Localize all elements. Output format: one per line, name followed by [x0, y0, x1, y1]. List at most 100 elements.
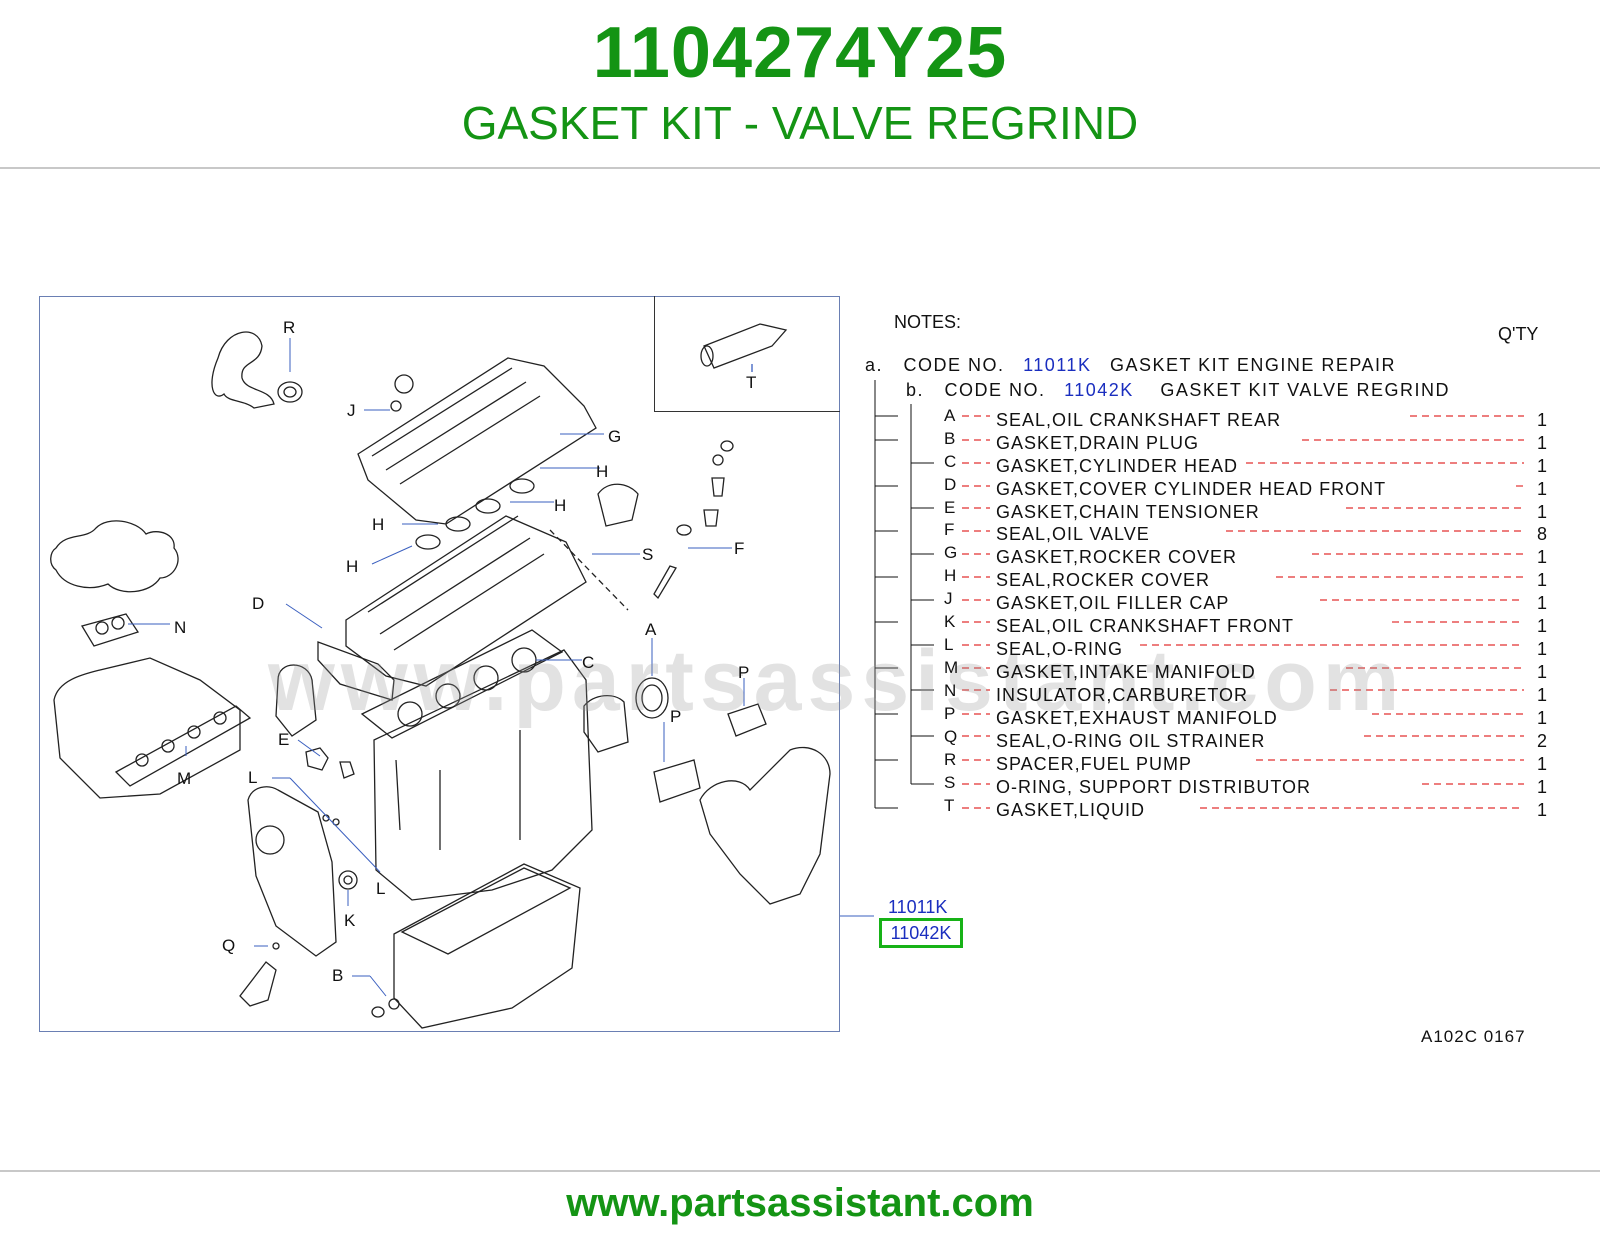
part-letter: A — [944, 406, 956, 425]
part-description: SEAL,ROCKER COVER — [996, 570, 1211, 590]
part-quantity: 2 — [1537, 731, 1548, 751]
part-description: GASKET,EXHAUST MANIFOLD — [996, 708, 1278, 728]
part-quantity: 1 — [1537, 708, 1548, 728]
callout-b: B — [332, 966, 344, 985]
part-quantity: 1 — [1537, 593, 1548, 613]
part-letter: K — [944, 612, 956, 631]
notes-label: NOTES: — [894, 312, 962, 332]
part-description: GASKET,DRAIN PLUG — [996, 433, 1200, 453]
part-letter: J — [944, 589, 953, 608]
part-quantity: 1 — [1537, 502, 1548, 522]
callout-q: Q — [222, 936, 236, 955]
footer-url[interactable]: www.partsassistant.com — [566, 1181, 1034, 1225]
part-description: GASKET,CHAIN TENSIONER — [996, 502, 1260, 522]
code-line-b: b. CODE NO. 11042K GASKET KIT VALVE REGR… — [906, 380, 1450, 401]
callout-h: H — [372, 515, 385, 534]
code-line-label: CODE NO. — [903, 355, 1005, 375]
ref-code-11011k[interactable]: 11011K — [888, 897, 948, 917]
part-quantity: 1 — [1537, 479, 1548, 499]
part-description: GASKET,LIQUID — [996, 800, 1146, 820]
code-link-11011k[interactable]: 11011K — [1023, 355, 1092, 375]
part-description: SEAL,OIL VALVE — [996, 524, 1150, 544]
part-quantity: 1 — [1537, 777, 1548, 797]
part-letter: B — [944, 429, 956, 448]
part-quantity: 1 — [1537, 410, 1548, 430]
callout-l: L — [376, 879, 386, 898]
part-number: 1104274Y25 — [592, 13, 1008, 93]
callout-p: P — [738, 663, 750, 682]
part-quantity: 1 — [1537, 547, 1548, 567]
part-description: O-RING, SUPPORT DISTRIBUTOR — [996, 777, 1312, 797]
part-description: SPACER,FUEL PUMP — [996, 754, 1193, 774]
part-letter: H — [944, 566, 957, 585]
header-divider — [0, 167, 1600, 169]
part-description: SEAL,O-RING — [996, 639, 1124, 659]
callout-h: H — [346, 557, 359, 576]
part-letter: N — [944, 681, 957, 700]
part-description: SEAL,OIL CRANKSHAFT REAR — [996, 410, 1282, 430]
part-description: GASKET,CYLINDER HEAD — [996, 456, 1239, 476]
part-description: INSULATOR,CARBURETOR — [996, 685, 1249, 705]
part-letter: G — [944, 543, 958, 562]
inset-frame — [654, 296, 840, 412]
document-reference: A102C 0167 — [1421, 1027, 1526, 1046]
part-letter: E — [944, 498, 956, 517]
part-letter: F — [944, 520, 955, 539]
code-line-text: GASKET KIT ENGINE REPAIR — [1109, 355, 1397, 375]
code-link-11042k[interactable]: 11042K — [1064, 380, 1134, 400]
callout-r: R — [283, 318, 296, 337]
part-quantity: 1 — [1537, 456, 1548, 476]
callout-m: M — [177, 769, 192, 788]
callout-j: J — [347, 401, 356, 420]
callout-s: S — [642, 545, 654, 564]
part-letter: L — [944, 635, 954, 654]
part-quantity: 1 — [1537, 570, 1548, 590]
part-letter: S — [944, 773, 956, 792]
part-quantity: 8 — [1537, 524, 1548, 544]
part-letter: Q — [944, 727, 958, 746]
code-line-a: a. CODE NO. 11011K GASKET KIT ENGINE REP… — [865, 355, 1396, 376]
ref-code-11042k-highlighted[interactable]: 11042K — [879, 918, 963, 948]
part-letter: T — [944, 796, 955, 815]
callout-l: L — [248, 768, 258, 787]
part-description: GASKET,COVER CYLINDER HEAD FRONT — [996, 479, 1387, 499]
part-quantity: 1 — [1537, 754, 1548, 774]
part-letter: R — [944, 750, 957, 769]
callout-k: K — [344, 911, 356, 930]
part-description: SEAL,OIL CRANKSHAFT FRONT — [996, 616, 1295, 636]
callout-h: H — [596, 462, 609, 481]
part-quantity: 1 — [1537, 662, 1548, 682]
part-description: GASKET,INTAKE MANIFOLD — [996, 662, 1256, 682]
code-line-label: CODE NO. — [944, 380, 1046, 400]
code-line-prefix: a. — [865, 355, 884, 375]
code-line-prefix: b. — [906, 380, 925, 400]
callout-e: E — [278, 730, 290, 749]
callout-n: N — [174, 618, 187, 637]
callout-f: F — [734, 539, 745, 558]
callout-h: H — [554, 496, 567, 515]
part-quantity: 1 — [1537, 433, 1548, 453]
part-letter: C — [944, 452, 957, 471]
part-letter: P — [944, 704, 956, 723]
code-line-text: GASKET KIT VALVE REGRIND — [1160, 380, 1451, 400]
part-quantity: 1 — [1537, 639, 1548, 659]
qty-header: Q'TY — [1498, 324, 1539, 344]
part-letter: M — [944, 658, 959, 677]
callout-d: D — [252, 594, 265, 613]
callout-c: C — [582, 653, 595, 672]
callout-g: G — [608, 427, 622, 446]
part-title: GASKET KIT - VALVE REGRIND — [461, 97, 1139, 149]
exploded-diagram-frame — [39, 296, 840, 1032]
part-quantity: 1 — [1537, 616, 1548, 636]
callout-a: A — [645, 620, 657, 639]
part-letter: D — [944, 475, 957, 494]
footer-divider — [0, 1170, 1600, 1172]
part-description: GASKET,OIL FILLER CAP — [996, 593, 1230, 613]
page-header: 1104274Y25 GASKET KIT - VALVE REGRIND — [0, 0, 1600, 168]
part-description: GASKET,ROCKER COVER — [996, 547, 1238, 567]
callout-t: T — [746, 373, 757, 392]
part-description: SEAL,O-RING OIL STRAINER — [996, 731, 1266, 751]
part-quantity: 1 — [1537, 685, 1548, 705]
callout-p: P — [670, 707, 682, 726]
